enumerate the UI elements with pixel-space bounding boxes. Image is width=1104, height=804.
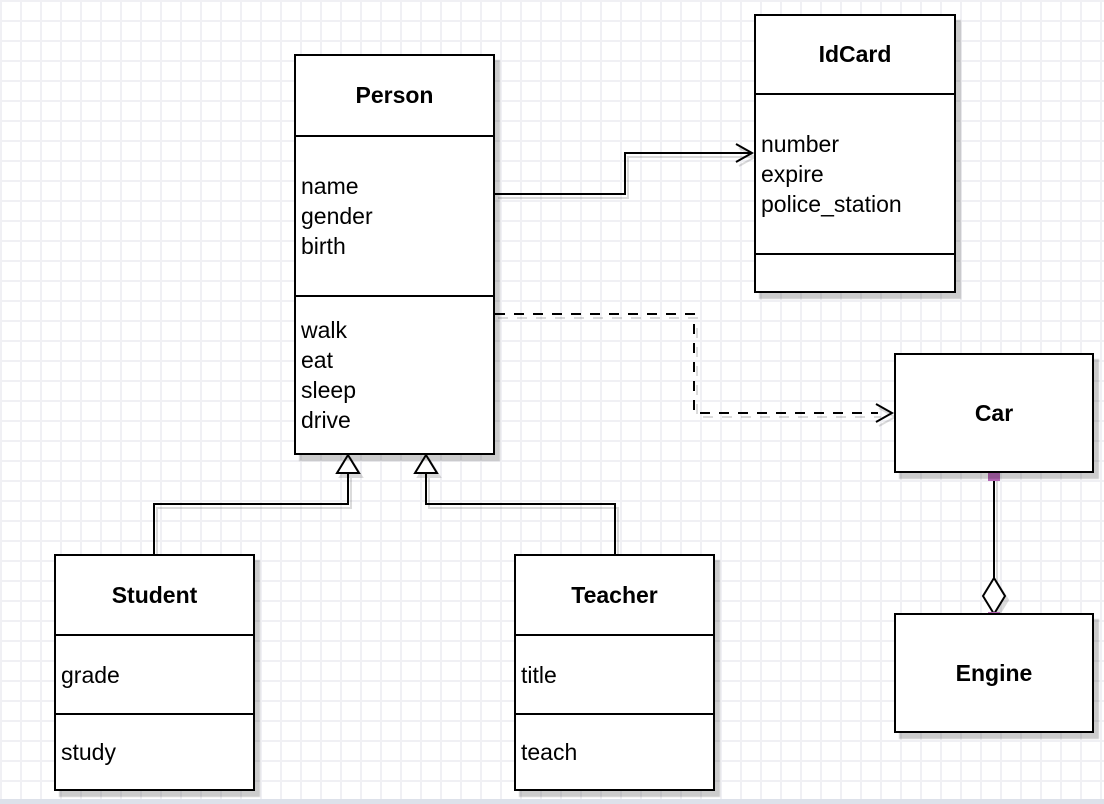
method: teach xyxy=(521,739,578,765)
edge-person-idcard-association[interactable] xyxy=(495,143,755,195)
class-teacher[interactable]: Teacher title teach xyxy=(514,554,715,791)
class-idcard-attributes: number expire police_station xyxy=(756,93,954,253)
edge-teacher-person-generalization[interactable] xyxy=(413,453,616,554)
class-person-title: Person xyxy=(355,82,434,108)
class-idcard-title: IdCard xyxy=(818,41,892,67)
edge-car-engine-aggregation[interactable] xyxy=(981,473,1007,616)
class-person-methods: walk eat sleep drive xyxy=(296,295,493,453)
edge-person-car-dependency[interactable] xyxy=(495,313,895,423)
class-teacher-attributes: title xyxy=(516,634,713,713)
connection-handles xyxy=(988,469,1000,624)
edge-student-person-generalization[interactable] xyxy=(153,453,361,554)
class-student-title: Student xyxy=(111,581,198,608)
class-person-attributes: name gender birth xyxy=(296,135,493,295)
attribute: name xyxy=(301,173,359,199)
method: study xyxy=(61,739,116,765)
method: eat xyxy=(301,347,333,373)
method: sleep xyxy=(301,377,356,403)
class-teacher-title: Teacher xyxy=(571,581,658,608)
class-engine[interactable]: Engine xyxy=(894,613,1094,733)
class-idcard-methods xyxy=(756,253,954,291)
class-student[interactable]: Student grade study xyxy=(54,554,255,791)
attribute: title xyxy=(521,661,557,688)
attribute: birth xyxy=(301,233,346,259)
canvas-bottom-edge xyxy=(0,799,1104,804)
attribute: police_station xyxy=(761,191,902,217)
attribute: grade xyxy=(61,661,120,688)
attribute: number xyxy=(761,131,839,157)
class-engine-title: Engine xyxy=(955,659,1033,686)
class-car-title: Car xyxy=(974,399,1014,426)
class-person[interactable]: Person name gender birth walk eat sleep … xyxy=(294,54,495,455)
class-car[interactable]: Car xyxy=(894,353,1094,473)
class-teacher-methods: teach xyxy=(516,713,713,789)
method: walk xyxy=(301,317,348,343)
class-idcard[interactable]: IdCard number expire police_station xyxy=(754,14,956,293)
class-student-attributes: grade xyxy=(56,634,253,713)
class-student-methods: study xyxy=(56,713,253,789)
method: drive xyxy=(301,407,351,433)
attribute: expire xyxy=(761,161,824,187)
attribute: gender xyxy=(301,203,373,229)
